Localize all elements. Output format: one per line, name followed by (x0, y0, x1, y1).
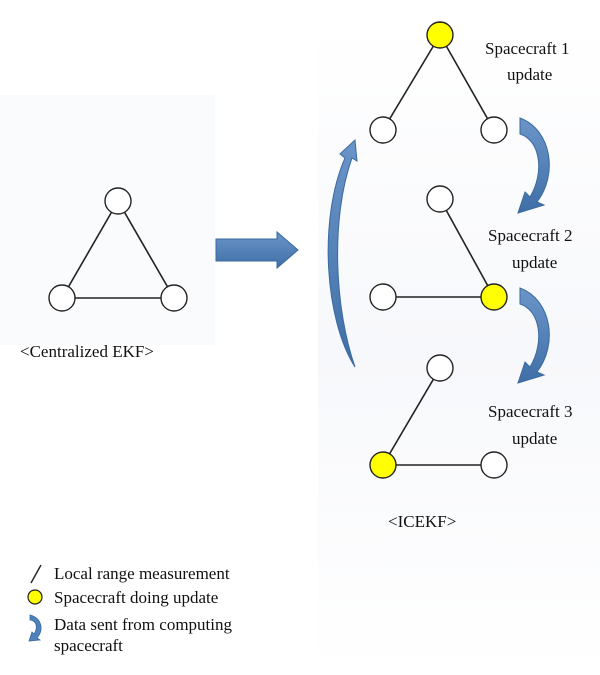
curved-arrow-icon (28, 614, 42, 642)
transition-arrow (215, 230, 299, 270)
step1-node-left (369, 116, 397, 144)
step3-label-line2: update (512, 429, 557, 448)
legend-item-range: Local range measurement (54, 564, 230, 583)
central-node-right (160, 284, 188, 312)
yellow-node-icon (27, 589, 43, 605)
centralized-graph (48, 187, 188, 312)
step2-node-top (426, 185, 454, 213)
icekf-panel (318, 20, 600, 675)
step2-label-line2: update (512, 253, 557, 272)
step3-label-line1: Spacecraft 3 (488, 402, 572, 421)
step2-graph (369, 185, 508, 311)
data-transfer-arrow-2 (517, 287, 550, 384)
step3-node-left-updating (369, 451, 397, 479)
step1-label-line2: update (507, 65, 552, 84)
step3-node-right (480, 451, 508, 479)
step1-label-line1: Spacecraft 1 (485, 39, 569, 58)
step1-node-right (480, 116, 508, 144)
step3-node-top (426, 354, 454, 382)
step3-graph (369, 354, 508, 479)
cycle-back-arrow (327, 138, 358, 368)
step2-node-right-updating (480, 283, 508, 311)
step1-graph (369, 21, 508, 144)
edge-top-right (117, 200, 175, 299)
central-node-top (104, 187, 132, 215)
range-line-icon (30, 564, 42, 584)
step1-node-top-updating (426, 21, 454, 49)
legend-item-data-sent-line2: spacecraft (54, 636, 123, 655)
step2-node-left (369, 283, 397, 311)
data-transfer-arrow-1 (517, 117, 550, 214)
edge-top-left (61, 200, 119, 299)
central-node-left (48, 284, 76, 312)
centralized-label: <Centralized EKF> (20, 342, 154, 361)
icekf-label: <ICEKF> (388, 512, 456, 531)
legend-item-updating: Spacecraft doing update (54, 588, 218, 607)
legend: Local range measurement Spacecraft doing… (27, 564, 232, 655)
legend-item-data-sent-line1: Data sent from computing (54, 615, 232, 634)
step2-label-line1: Spacecraft 2 (488, 226, 572, 245)
